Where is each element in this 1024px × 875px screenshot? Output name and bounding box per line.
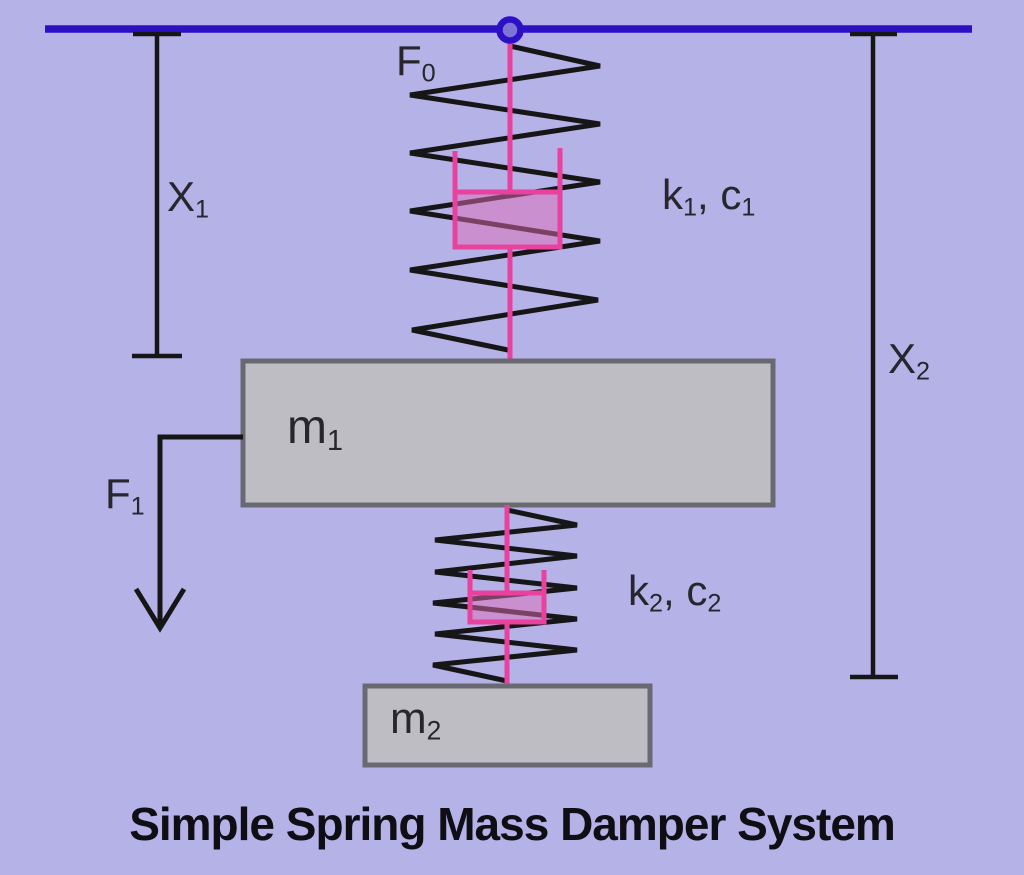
label-f1-sub: 1 — [130, 492, 145, 521]
label-f0: F0 — [396, 40, 436, 87]
label-c1-sub: 1 — [741, 193, 756, 222]
label-x1-base: X — [167, 173, 196, 220]
damper-2-cylinder — [467, 590, 547, 625]
label-m1: m1 — [287, 404, 343, 456]
label-m2-base: m — [390, 694, 427, 743]
label-k2-base: k — [628, 567, 649, 614]
label-m2: m2 — [390, 697, 441, 744]
f1-force-arrow — [133, 434, 243, 633]
label-m2-sub: 2 — [426, 715, 442, 746]
x1-measure-bracket — [132, 31, 182, 359]
diagram-title: Simple Spring Mass Damper System — [129, 798, 896, 850]
f1-arrowhead — [133, 587, 187, 633]
mass-m1-rect — [240, 358, 776, 508]
pivot-circle — [496, 16, 524, 44]
label-c1-base: , c — [697, 171, 742, 218]
label-m1-sub: 1 — [326, 425, 343, 458]
label-x2-base: X — [888, 335, 917, 382]
damper-1-cylinder — [452, 189, 563, 250]
label-k1-sub: 1 — [683, 193, 698, 222]
label-k1-c1: k1, c1 — [662, 174, 755, 221]
label-k1-base: k — [662, 171, 683, 218]
label-x2-sub: 2 — [916, 357, 931, 386]
label-k2-sub: 2 — [649, 589, 664, 618]
label-m1-base: m — [287, 401, 327, 454]
label-c2-base: , c — [663, 567, 708, 614]
label-x1-sub: 1 — [195, 195, 210, 224]
label-x2: X2 — [888, 338, 930, 385]
label-x1: X1 — [167, 176, 209, 223]
label-c2-sub: 2 — [707, 589, 722, 618]
damper-1 — [452, 42, 563, 361]
f1-arrow-shaft — [157, 434, 243, 624]
mass-m2-rect — [362, 683, 653, 768]
label-k2-c2: k2, c2 — [628, 570, 721, 617]
label-f1-base: F — [105, 470, 131, 517]
damper-2 — [467, 505, 547, 688]
label-f0-base: F — [396, 37, 422, 84]
x2-measure-bracket — [850, 31, 898, 680]
label-f0-sub: 0 — [421, 59, 436, 88]
label-f1: F1 — [105, 473, 145, 520]
